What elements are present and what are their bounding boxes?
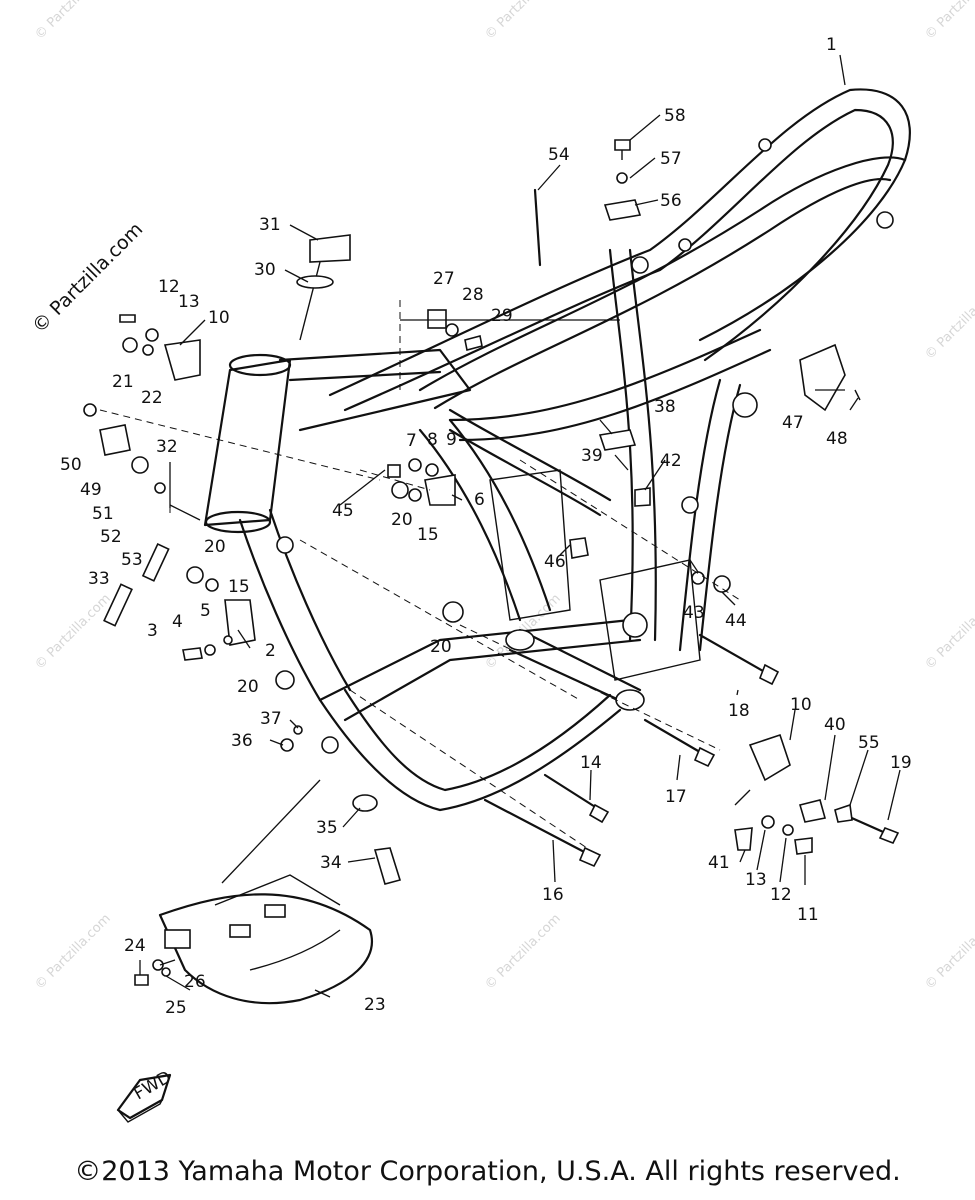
callout-49: 49 [80,480,102,500]
callout-13-upper: 13 [178,292,200,312]
svg-text:© Partzilla: © Partzilla [922,614,975,673]
frame-exploded-diagram: © Partzilla.com © Partzilla.com © Partzi… [32,0,975,1123]
callout-23: 23 [364,995,386,1015]
callout-26: 26 [184,972,206,992]
callout-50: 50 [60,455,82,475]
callout-10-lower: 10 [790,695,812,715]
background-watermarks: © Partzilla.com © Partzilla.com © Partzi… [32,0,975,993]
callout-27: 27 [433,269,455,289]
callout-14: 14 [580,753,602,773]
callout-57: 57 [660,149,682,169]
small-parts [83,139,900,986]
svg-text:© Partzilla.com: © Partzilla.com [32,591,114,673]
callout-13-lower: 13 [745,870,767,890]
callout-46: 46 [544,552,566,572]
callout-47: 47 [782,413,804,433]
callout-45: 45 [332,501,354,521]
callout-30: 30 [254,260,276,280]
svg-text:© Partzilla.com: © Partzilla.com [482,911,564,993]
fwd-arrow-icon: FWD [116,1067,175,1123]
callout-55: 55 [858,733,880,753]
callout-29: 29 [491,306,513,326]
callout-3: 3 [147,621,158,641]
copyright-notice: ©2013 Yamaha Motor Corporation, U.S.A. A… [74,1156,901,1187]
callout-labels: 1 2 3 4 5 6 7 8 9 10 10 11 12 12 13 13 1… [60,35,912,1018]
callout-52: 52 [100,527,122,547]
svg-text:© Partzilla.com: © Partzilla.com [32,911,114,993]
callout-33: 33 [88,569,110,589]
callout-32: 32 [156,437,178,457]
callout-12-upper: 12 [158,277,180,297]
skid-plate [158,874,373,1005]
callout-5: 5 [200,601,211,621]
callout-1: 1 [826,35,837,55]
callout-10-upper: 10 [208,308,230,328]
callout-24: 24 [124,936,146,956]
callout-21: 21 [112,372,134,392]
main-frame [203,88,911,812]
callout-11: 11 [797,905,819,925]
callout-43: 43 [683,603,705,623]
svg-text:© Partzilla: © Partzilla [922,304,975,363]
svg-text:© Partzilla.com: © Partzilla.com [32,0,114,43]
callout-19: 19 [890,753,912,773]
callout-54: 54 [548,145,570,165]
svg-text:© Partzilla.com: © Partzilla.com [482,0,564,43]
callout-25: 25 [165,998,187,1018]
callout-42: 42 [660,451,682,471]
callout-35: 35 [316,818,338,838]
callout-15-upper: 15 [417,525,439,545]
callout-41: 41 [708,853,730,873]
callout-39: 39 [581,446,603,466]
callout-20-d: 20 [237,677,259,697]
callout-40: 40 [824,715,846,735]
fwd-label: FWD [131,1067,175,1104]
callout-53: 53 [121,550,143,570]
callout-38: 38 [654,397,676,417]
callout-20-c: 20 [430,637,452,657]
callout-31: 31 [259,215,281,235]
callout-22: 22 [141,388,163,408]
svg-text:© Partzilla: © Partzilla [922,934,975,993]
callout-2: 2 [265,641,276,661]
callout-16: 16 [542,885,564,905]
leader-lines [139,54,901,998]
callout-6: 6 [474,490,485,510]
callout-51: 51 [92,504,114,524]
svg-text:© Partzilla: © Partzilla [922,0,975,43]
callout-56: 56 [660,191,682,211]
callout-9: 9 [446,430,457,450]
callout-44: 44 [725,611,747,631]
callout-4: 4 [172,612,183,632]
callout-15-lower: 15 [228,577,250,597]
callout-34: 34 [320,853,342,873]
callout-58: 58 [664,106,686,126]
callout-28: 28 [462,285,484,305]
callout-36: 36 [231,731,253,751]
callout-8: 8 [427,430,438,450]
callout-17: 17 [665,787,687,807]
callout-20-b: 20 [391,510,413,530]
callout-7: 7 [406,431,417,451]
callout-12-lower: 12 [770,885,792,905]
callout-37: 37 [260,709,282,729]
callout-48: 48 [826,429,848,449]
callout-20-a: 20 [204,537,226,557]
callout-18: 18 [728,701,750,721]
